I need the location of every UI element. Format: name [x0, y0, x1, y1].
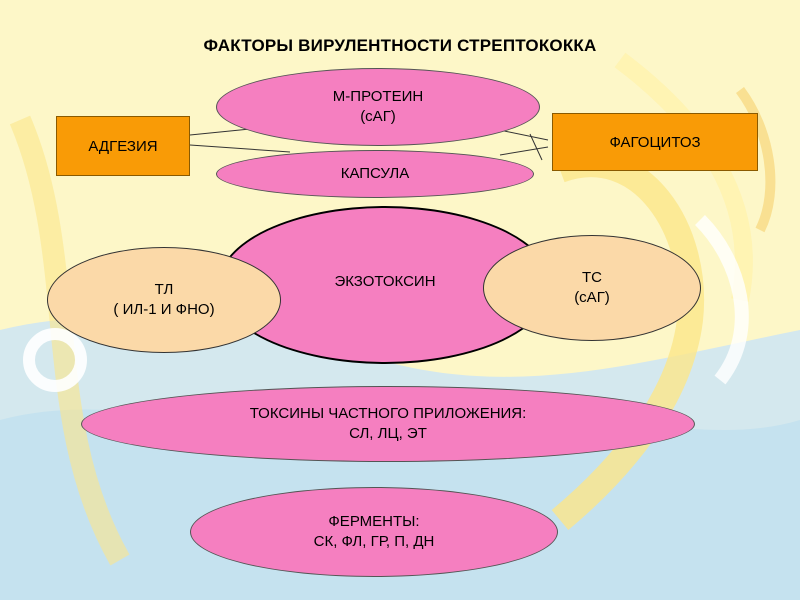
ts-oval: ТС (сАГ)	[483, 235, 701, 341]
capsule-oval: КАПСУЛА	[216, 150, 534, 198]
enzymes-line1: ФЕРМЕНТЫ:	[328, 513, 420, 530]
phagocytosis-label: ФАГОЦИТОЗ	[609, 133, 701, 151]
page-title: ФАКТОРЫ ВИРУЛЕНТНОСТИ СТРЕПТОКОККА	[203, 36, 597, 55]
capsule-label: КАПСУЛА	[340, 165, 410, 182]
adhesion-label: АДГЕЗИЯ	[88, 137, 158, 155]
enzymes-oval: ФЕРМЕНТЫ: СК, ФЛ, ГР, П, ДН	[190, 487, 558, 577]
tl-oval: ТЛ ( ИЛ-1 И ФНО)	[47, 247, 281, 353]
adhesion-box: АДГЕЗИЯ	[56, 116, 190, 176]
toxins-line1: ТОКСИНЫ ЧАСТНОГО ПРИЛОЖЕНИЯ:	[249, 405, 527, 422]
toxins-line2: СЛ, ЛЦ, ЭТ	[349, 425, 427, 442]
toxins-oval: ТОКСИНЫ ЧАСТНОГО ПРИЛОЖЕНИЯ: СЛ, ЛЦ, ЭТ	[81, 386, 695, 462]
ts-line1: ТС	[582, 269, 602, 286]
tl-line1: ТЛ	[154, 281, 174, 298]
phagocytosis-box: ФАГОЦИТОЗ	[552, 113, 758, 171]
m-protein-oval: М-ПРОТЕИН (сАГ)	[216, 68, 540, 146]
enzymes-line2: СК, ФЛ, ГР, П, ДН	[313, 533, 435, 550]
tl-line2: ( ИЛ-1 И ФНО)	[113, 301, 215, 318]
m-protein-line1: М-ПРОТЕИН	[332, 88, 424, 105]
ts-line2: (сАГ)	[574, 289, 610, 306]
m-protein-line2: (сАГ)	[360, 108, 396, 125]
exotoxin-label: ЭКЗОТОКСИН	[334, 273, 436, 290]
